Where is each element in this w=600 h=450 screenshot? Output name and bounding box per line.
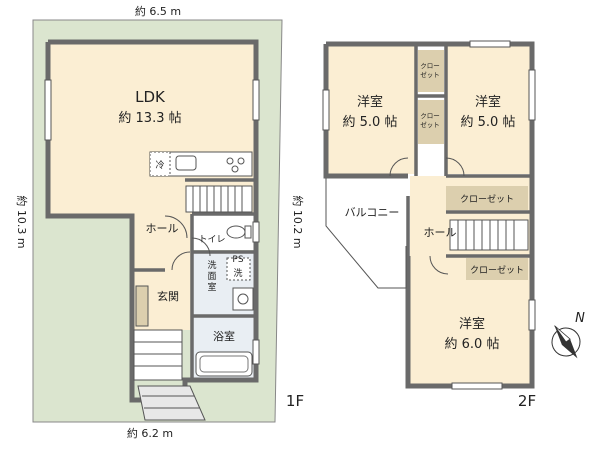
balcony-floor (328, 180, 408, 286)
room-ne-floor (446, 46, 530, 174)
compass-icon (551, 325, 581, 359)
room-s-size: 約 6.0 帖 (445, 337, 500, 352)
outer-wall-2f-nw (323, 44, 408, 179)
window-2f-s-right (528, 299, 536, 331)
dim-bottom-1f: 約 6.2 m (127, 426, 173, 440)
window-2f-ne (528, 69, 536, 121)
closet-2f-b-label: クローゼット (420, 112, 440, 129)
hall-label-1f: ホール (146, 222, 179, 235)
fridge-space (149, 151, 171, 177)
door-arc-hall (164, 215, 188, 239)
closet-2f-d-floor (466, 258, 528, 280)
entrance-steps (133, 329, 206, 421)
entrance-label: 玄関 (157, 289, 179, 303)
closet-2f-a-floor (418, 50, 444, 92)
shoe-cabinet (135, 285, 149, 327)
floor-label-2f: 2F (518, 392, 536, 410)
window-ldk-left (44, 79, 52, 141)
toilet-fixture (226, 225, 252, 239)
room-nw-size: 約 5.0 帖 (343, 115, 398, 130)
ldk-size: 約 13.3 帖 (118, 111, 181, 126)
window-ldk-right (252, 79, 260, 121)
stairs-1f (185, 185, 253, 213)
door-arc-2f-ne (445, 157, 465, 177)
washer-label: 洗 (233, 267, 242, 279)
ps-label: PS (232, 255, 243, 265)
room-ne-name: 洋室 (475, 94, 501, 110)
door-arc-2f-nw (389, 157, 409, 177)
bath-label: 浴室 (213, 329, 235, 343)
window-toilet (252, 221, 260, 243)
room-ne-size: 約 5.0 帖 (461, 115, 516, 130)
door-arc-wash (171, 251, 191, 271)
closet-2f-c-floor (446, 186, 528, 210)
bathtub (195, 351, 253, 377)
room-nw-floor (328, 46, 416, 174)
floor-label-1f: 1F (286, 392, 304, 410)
toilet-label: トイレ (198, 235, 225, 245)
closet-2f-c-label: クローゼット (460, 193, 514, 205)
window-bath (252, 339, 260, 365)
washer-space (226, 257, 251, 281)
washroom-label: 洗面室 (207, 259, 216, 293)
balcony-rail (325, 178, 407, 289)
room-s-name: 洋室 (459, 316, 485, 332)
hall-label-2f: ホール (424, 226, 457, 239)
closet-2f-b-floor (418, 100, 444, 144)
washroom-sink (232, 287, 254, 311)
door-arc-toilet (191, 237, 211, 257)
dim-right-1f: 約 10.2 m (291, 195, 305, 248)
closet-2f-a-label: クローゼット (420, 62, 440, 79)
room-nw-name: 洋室 (357, 94, 383, 110)
door-arc-2f-s (429, 255, 449, 275)
outer-wall-2f (326, 41, 535, 389)
window-2f-s-bottom (451, 382, 503, 390)
window-2f-nw (322, 89, 330, 131)
dim-top-1f: 約 6.5 m (135, 4, 181, 18)
ldk-label: LDK (135, 88, 166, 106)
compass-north-label: N (575, 311, 585, 326)
hall-floor-1f (132, 180, 192, 270)
dim-left-1f: 約 10.3 m (15, 195, 29, 248)
stairs-2f (449, 219, 529, 251)
window-2f-ne-top (469, 40, 511, 48)
closet-2f-d-label: クローゼット (470, 264, 524, 276)
balcony-label: バルコニー (345, 206, 400, 219)
fridge-label: 冷 (155, 159, 164, 171)
